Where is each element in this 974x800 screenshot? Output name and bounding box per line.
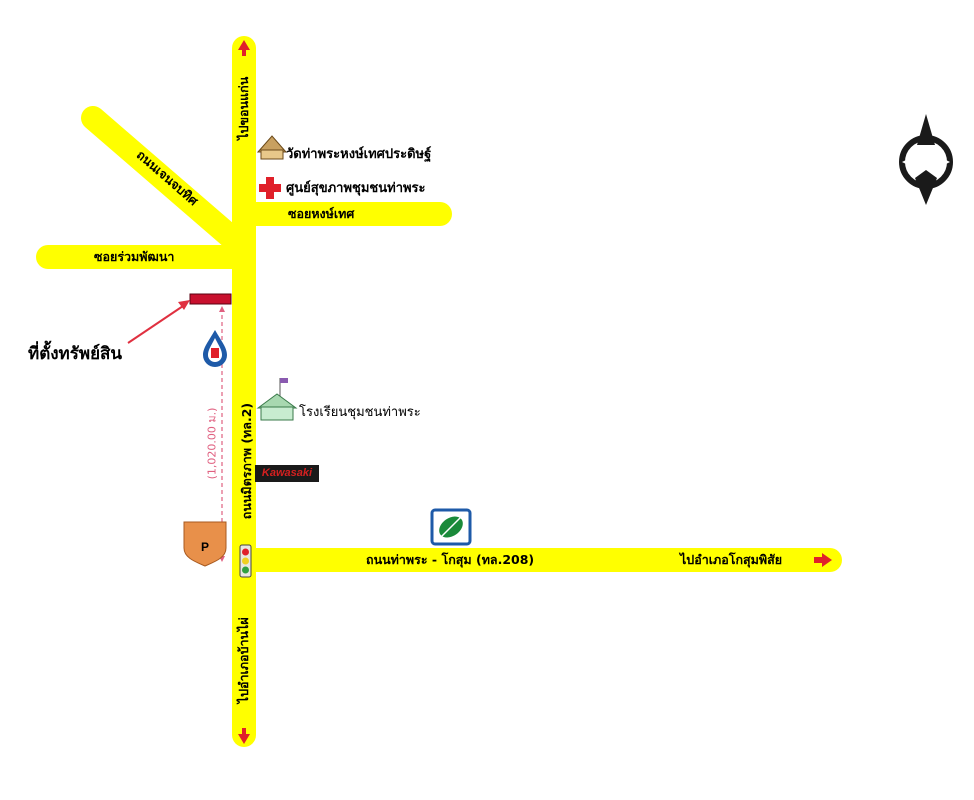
- distance-label: (1,020.00 ม.): [205, 407, 219, 480]
- property-pointer-head: [178, 300, 190, 310]
- parking-icon: P: [183, 521, 227, 567]
- roads: [36, 36, 842, 747]
- north-arrow-icon: [899, 114, 953, 205]
- school-icon: [256, 378, 298, 421]
- gas-station-icon: [203, 330, 227, 367]
- road-label-soi-hong: ซอยหงษ์เทศ: [288, 206, 355, 221]
- road-diagonal: [81, 106, 252, 257]
- property-pointer-line: [127, 303, 187, 344]
- road-label-east-west-main: ถนนท่าพระ - โกสุม (ทล.208): [366, 552, 535, 567]
- arrow-up-icon: [238, 40, 250, 56]
- property-marker-icon: [189, 293, 232, 305]
- distance-arrow-top: [219, 306, 225, 312]
- direction-arrows: [238, 40, 832, 744]
- svg-text:P: P: [201, 540, 209, 554]
- temple-icon: [256, 135, 288, 160]
- direction-label-south: ไปอำเภอบ้านไผ่: [235, 617, 251, 704]
- health-center-label: ศูนย์สุขภาพชุมชนท่าพระ: [286, 181, 426, 196]
- road-label-main-north-south: ถนนมิตรภาพ (ทล.2): [238, 402, 254, 520]
- bank-icon: [430, 508, 472, 546]
- temple-label: วัดท่าพระหงษ์เทศประดิษฐ์: [286, 147, 432, 162]
- direction-label-east: ไปอำเภอโกสุมพิสัย: [680, 552, 783, 567]
- arrow-down-icon: [238, 728, 250, 744]
- kawasaki-sign: Kawasaki: [255, 465, 319, 482]
- school-label: โรงเรียนชุมชนท่าพระ: [299, 405, 421, 420]
- property-label: ที่ตั้งทรัพย์สิน: [28, 344, 123, 364]
- red-cross-icon: [259, 177, 281, 199]
- arrow-right-icon: [814, 553, 832, 567]
- traffic-light-icon: [239, 544, 252, 578]
- direction-label-north: ไปขอนแก่น: [235, 76, 251, 140]
- road-label-soi-ruam: ซอยร่วมพัฒนา: [94, 249, 175, 264]
